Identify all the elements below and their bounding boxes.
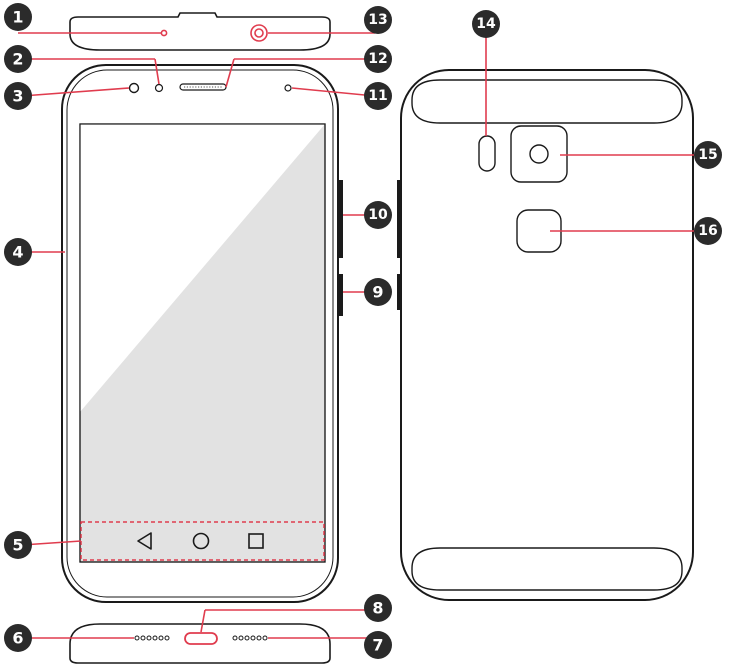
speaker-grille-right <box>232 635 268 641</box>
phone-front <box>61 64 343 603</box>
svg-text:8: 8 <box>372 599 383 618</box>
usb-port <box>184 632 218 645</box>
svg-text:7: 7 <box>372 636 383 655</box>
svg-text:5: 5 <box>12 536 23 555</box>
phone-back <box>397 69 694 601</box>
svg-text:14: 14 <box>476 16 496 32</box>
bottom-antenna-band <box>411 547 683 591</box>
back-body <box>400 69 694 601</box>
callout-3: 3 <box>4 82 32 110</box>
svg-text:13: 13 <box>368 12 387 28</box>
recents-square-icon[interactable] <box>248 533 264 549</box>
phone-bottom-edge <box>69 623 331 664</box>
callout-badges: 1 2 3 4 5 6 7 8 9 10 11 12 13 14 15 16 <box>4 3 722 659</box>
callout-14: 14 <box>472 10 500 38</box>
callout-5: 5 <box>4 531 32 559</box>
top-microphone <box>160 29 168 37</box>
callout-15: 15 <box>694 141 722 169</box>
callout-2: 2 <box>4 45 32 73</box>
home-circle-icon[interactable] <box>192 532 210 550</box>
svg-text:9: 9 <box>372 283 383 302</box>
svg-text:11: 11 <box>368 88 387 104</box>
svg-text:16: 16 <box>698 223 717 239</box>
callout-9: 9 <box>364 278 392 306</box>
callout-4: 4 <box>4 238 32 266</box>
svg-text:15: 15 <box>698 147 717 163</box>
flash <box>478 135 496 172</box>
svg-text:2: 2 <box>12 50 23 69</box>
callout-12: 12 <box>364 45 392 73</box>
volume-button <box>338 180 343 258</box>
callout-7: 7 <box>364 631 392 659</box>
power-button <box>338 274 343 316</box>
callout-10: 10 <box>364 201 392 229</box>
callout-1: 1 <box>4 3 32 31</box>
svg-text:4: 4 <box>12 243 23 262</box>
callout-8: 8 <box>364 594 392 622</box>
callout-6: 6 <box>4 624 32 652</box>
front-camera <box>128 82 140 94</box>
callout-13: 13 <box>364 6 392 34</box>
screen-reflection <box>80 124 325 412</box>
status-indicator <box>284 84 292 92</box>
speaker-grille-left <box>134 635 170 641</box>
callout-11: 11 <box>364 82 392 110</box>
svg-text:6: 6 <box>12 629 23 648</box>
light-sensor <box>154 83 164 93</box>
headset-jack <box>250 24 268 42</box>
svg-text:1: 1 <box>12 8 23 27</box>
rear-camera-module <box>510 125 568 183</box>
svg-text:12: 12 <box>368 51 387 67</box>
svg-text:10: 10 <box>368 207 388 223</box>
phone-top-edge <box>69 12 331 51</box>
callout-16: 16 <box>694 217 722 245</box>
rear-camera-lens <box>529 144 549 164</box>
top-antenna-band <box>411 79 683 124</box>
svg-text:3: 3 <box>12 87 23 106</box>
back-triangle-icon[interactable] <box>137 532 152 550</box>
